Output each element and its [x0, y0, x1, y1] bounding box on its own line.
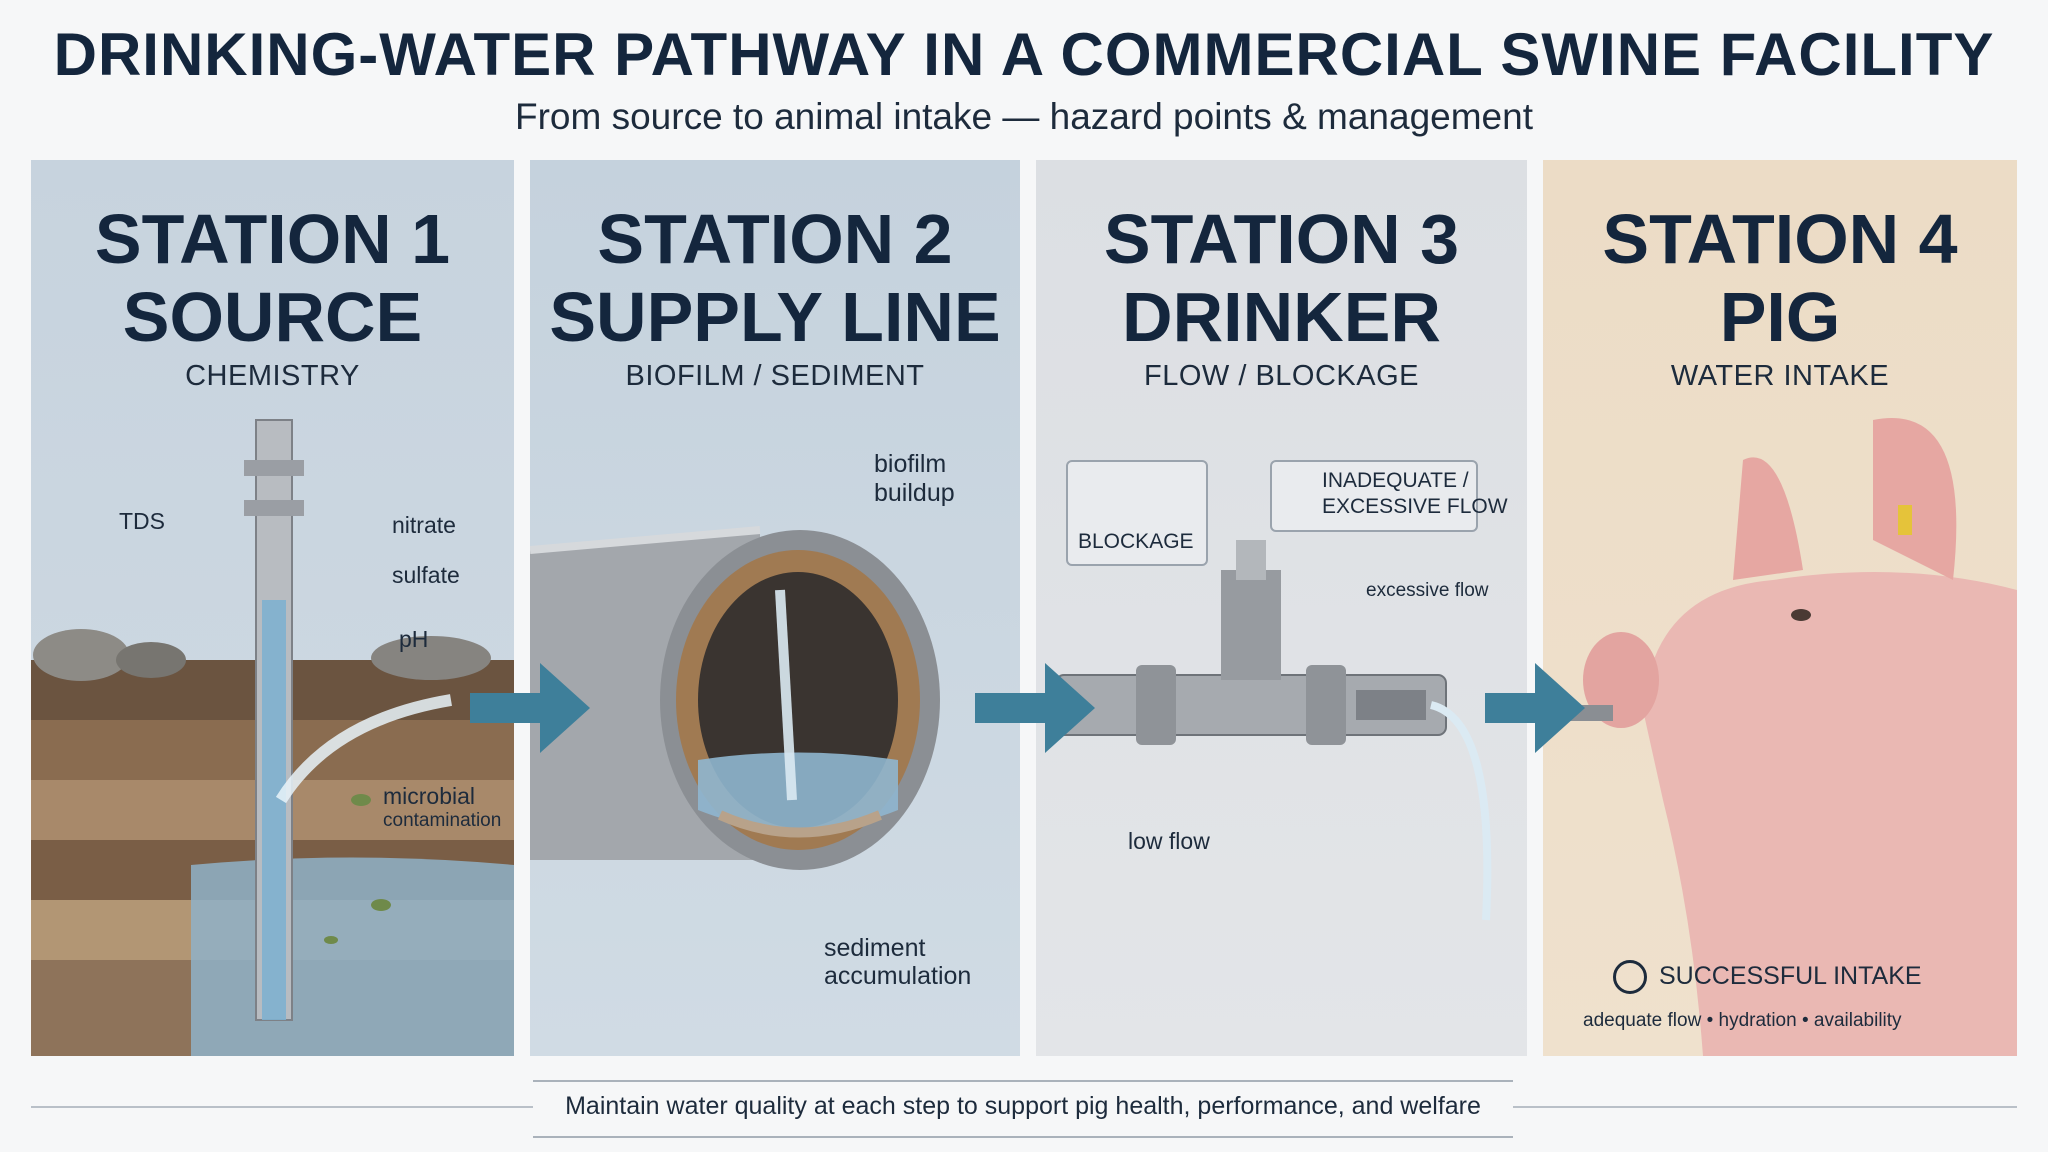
microbial-label: microbial — [383, 783, 476, 809]
station-2-panel: STATION 2 SUPPLY LINE BIOFILM / SEDIMENT… — [530, 160, 1020, 1056]
buildup-label: buildup — [874, 479, 955, 507]
inadequate-callout — [1270, 460, 1478, 532]
successful-intake-label: SUCCESSFUL INTAKE — [1659, 962, 1922, 990]
intake-detail-label: adequate flow • hydration • availability — [1583, 1010, 1902, 1031]
station-3-panel: STATION 3 DRINKER FLOW / BLOCKAGE BLOCKA… — [1036, 160, 1527, 1056]
blockage-callout — [1066, 460, 1208, 566]
station-1-panel: STATION 1 SOURCE CHEMISTRY TDS nitrate s… — [31, 160, 514, 1056]
station-4-name: PIG — [1719, 278, 1841, 356]
page-title: DRINKING-WATER PATHWAY IN A COMMERCIAL S… — [53, 21, 1995, 88]
ph-label: pH — [399, 626, 429, 652]
sediment-label: sediment — [824, 934, 926, 962]
blockage-label: BLOCKAGE — [1078, 530, 1194, 553]
station-1-number: STATION 1 — [94, 200, 451, 278]
tds-label: TDS — [119, 508, 165, 534]
station-2-heading: STATION 2 SUPPLY LINE — [530, 200, 1020, 356]
station-4-subtitle: WATER INTAKE — [1670, 360, 1890, 392]
station-4-heading: STATION 4 PIG — [1543, 200, 2017, 356]
biofilm-label: biofilm — [874, 450, 947, 478]
station-3-subtitle: FLOW / BLOCKAGE — [1144, 360, 1419, 392]
station-4-panel: STATION 4 PIG WATER INTAKE SUCCESSFUL IN… — [1543, 160, 2017, 1056]
station-1-heading: STATION 1 SOURCE — [31, 200, 514, 356]
station-2-number: STATION 2 — [597, 200, 953, 278]
well-illustration — [31, 419, 514, 1056]
low-flow-label: low flow — [1128, 828, 1210, 854]
excessive-flow-annotation: excessive flow — [1366, 580, 1489, 601]
station-3-heading: STATION 3 DRINKER — [1036, 200, 1527, 356]
footer-banner — [533, 1080, 1513, 1138]
station-2-subtitle: BIOFILM / SEDIMENT — [625, 360, 925, 392]
station-1-subtitle: CHEMISTRY — [185, 360, 360, 392]
drinker-illustration — [1055, 540, 1492, 921]
accumulation-label: accumulation — [824, 962, 972, 990]
station-3-number: STATION 3 — [1103, 200, 1460, 278]
footer-text: Maintain water quality at each step to s… — [565, 1092, 1481, 1120]
pipe-illustration — [530, 526, 940, 870]
page-subtitle: From source to animal intake — hazard po… — [515, 96, 1533, 137]
inadequate-label: INADEQUATE / — [1322, 469, 1469, 492]
pig-illustration — [1563, 418, 2017, 1056]
station-4-number: STATION 4 — [1602, 200, 1958, 278]
excessive-flow-label: EXCESSIVE FLOW — [1322, 495, 1508, 518]
nitrate-label: nitrate — [392, 512, 456, 538]
station-3-name: DRINKER — [1122, 278, 1441, 356]
sulfate-label: sulfate — [392, 562, 460, 588]
check-circle-icon — [1613, 960, 1647, 994]
station-2-name: SUPPLY LINE — [549, 278, 1001, 356]
contamination-label: contamination — [383, 810, 502, 831]
station-1-name: SOURCE — [122, 278, 423, 356]
